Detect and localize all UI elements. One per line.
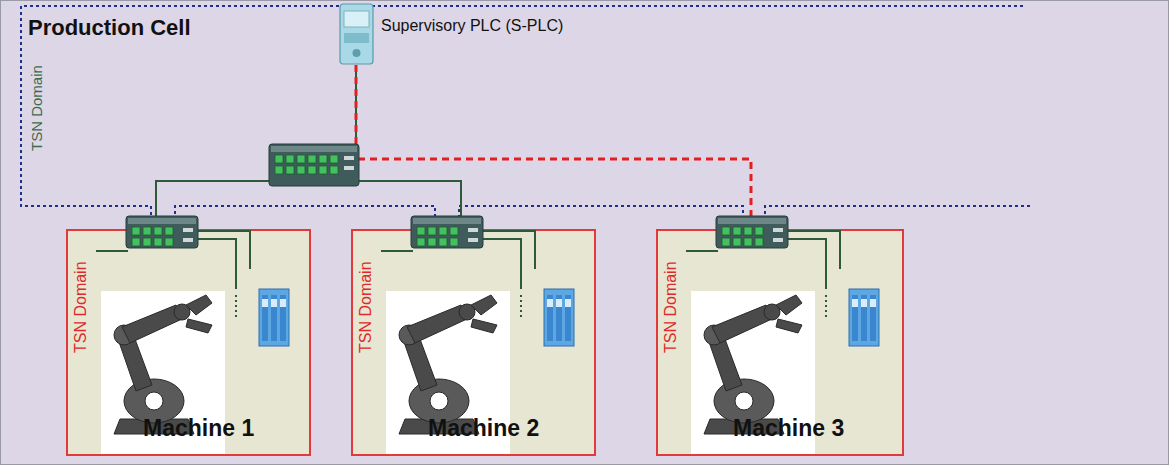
machine-switch [411,216,483,248]
network-link [356,65,461,229]
plc-label: Supervisory PLC (S-PLC) [381,17,563,35]
machine-name: Machine 2 [428,415,539,442]
plc-icon [339,3,375,65]
domain-label: TSN Domain [72,261,90,353]
machine-box: TSN DomainMachine 3 [656,229,904,456]
domain-label: TSN Domain [28,65,45,151]
network-switch [269,144,359,186]
dashed-link [356,65,751,229]
plc-node: Supervisory PLC (S-PLC) [339,3,567,65]
machine-name: Machine 3 [733,415,844,442]
domain-label: TSN Domain [662,261,680,353]
domain-label: TSN Domain [357,261,375,353]
machine-name: Machine 1 [143,415,254,442]
machine-box: TSN DomainMachine 2 [351,229,596,456]
machine-switch [126,216,198,248]
machine-box: TSN DomainMachine 1 [66,229,311,456]
machine-switch [716,216,788,248]
network-link [156,65,356,229]
cell-title: Production Cell [28,15,191,41]
